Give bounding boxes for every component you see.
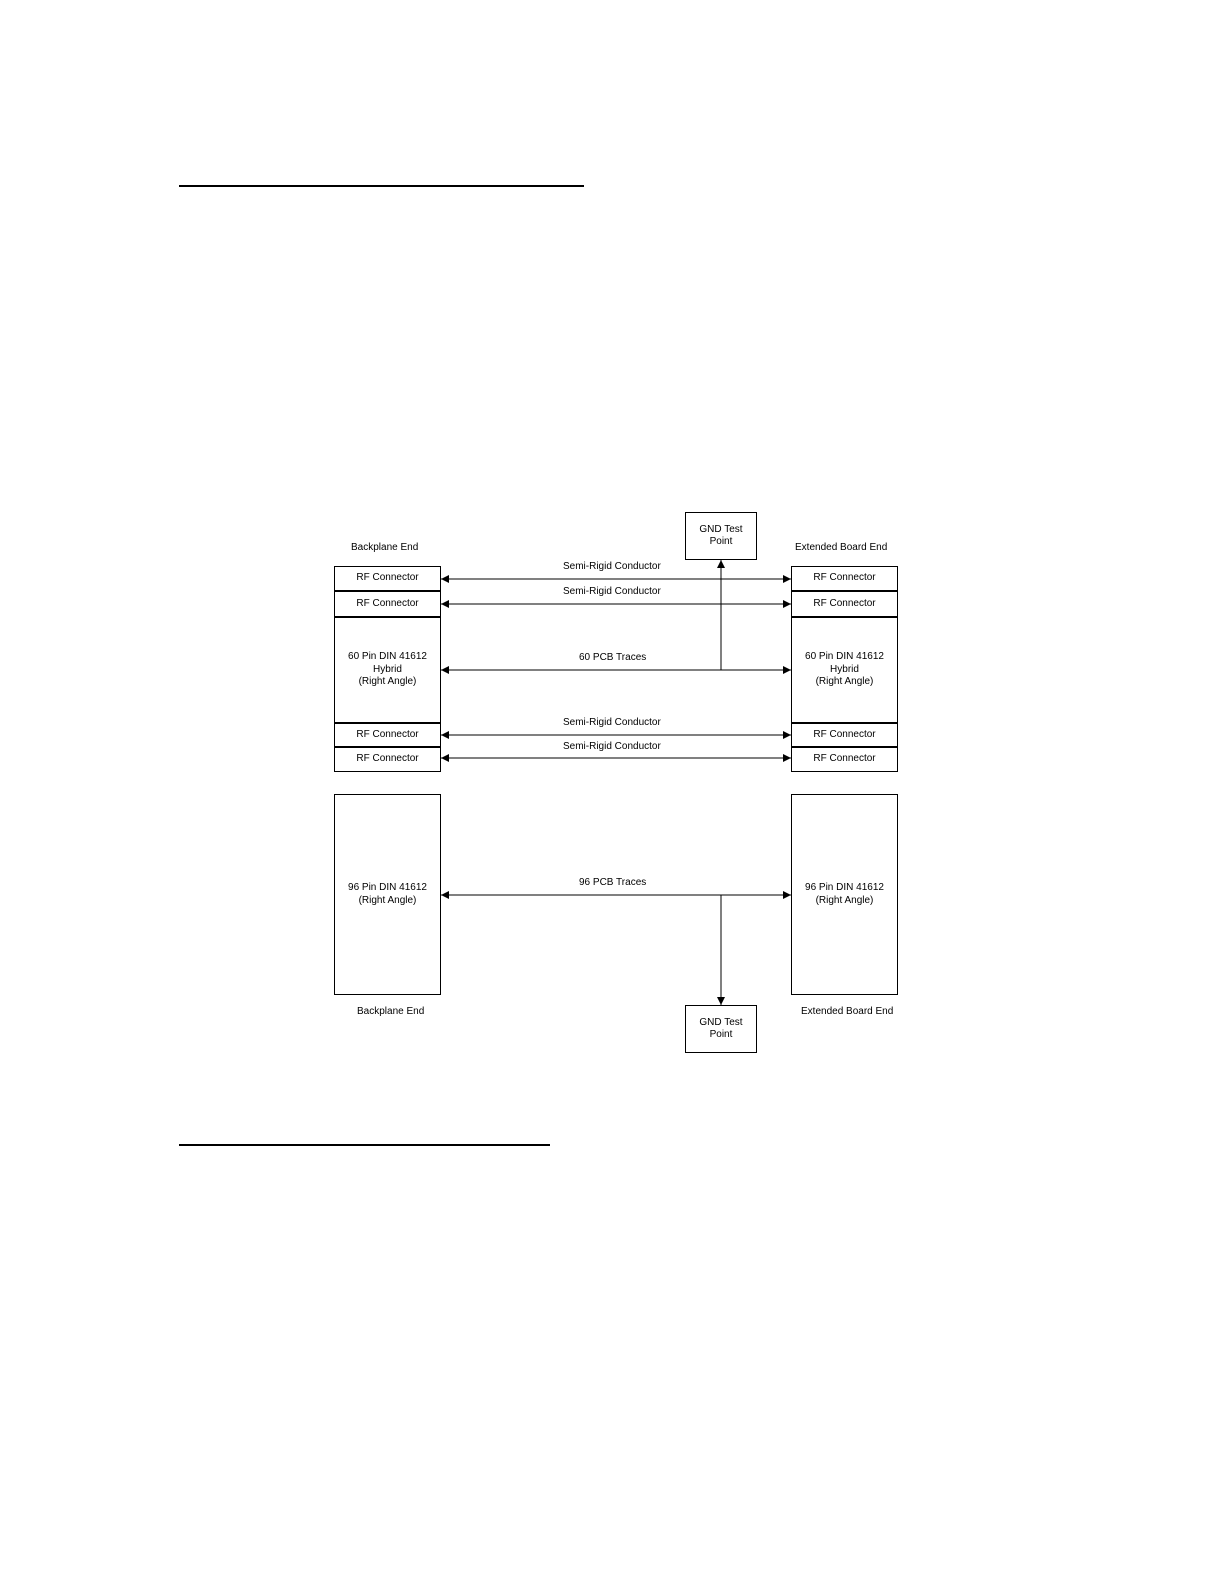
left-96-pin-din: 96 Pin DIN 41612 (Right Angle) bbox=[334, 794, 441, 995]
semi-rigid-conductor-label-3: Semi-Rigid Conductor bbox=[563, 717, 661, 728]
semi-rigid-conductor-label-2: Semi-Rigid Conductor bbox=[563, 586, 661, 597]
section-underline-top bbox=[179, 185, 584, 187]
section-underline-bottom bbox=[179, 1144, 550, 1146]
left-rf-connector-3: RF Connector bbox=[334, 723, 441, 747]
left-rf-connector-2: RF Connector bbox=[334, 591, 441, 617]
pcb-traces-96-label: 96 PCB Traces bbox=[579, 877, 647, 888]
left-60-pin-din-hybrid: 60 Pin DIN 41612 Hybrid (Right Angle) bbox=[334, 617, 441, 723]
right-rf-connector-4: RF Connector bbox=[791, 747, 898, 772]
semi-rigid-conductor-label-4: Semi-Rigid Conductor bbox=[563, 741, 661, 752]
backplane-end-label-bottom: Backplane End bbox=[357, 1006, 425, 1017]
pcb-traces-60-label: 60 PCB Traces bbox=[579, 652, 647, 663]
backplane-end-label-top: Backplane End bbox=[351, 542, 419, 553]
right-60-pin-din-hybrid: 60 Pin DIN 41612 Hybrid (Right Angle) bbox=[791, 617, 898, 723]
left-rf-connector-4: RF Connector bbox=[334, 747, 441, 772]
right-rf-connector-2: RF Connector bbox=[791, 591, 898, 617]
right-rf-connector-1: RF Connector bbox=[791, 566, 898, 591]
right-rf-connector-3: RF Connector bbox=[791, 723, 898, 747]
semi-rigid-conductor-label-1: Semi-Rigid Conductor bbox=[563, 561, 661, 572]
extended-board-end-label-bottom: Extended Board End bbox=[801, 1006, 894, 1017]
right-96-pin-din: 96 Pin DIN 41612 (Right Angle) bbox=[791, 794, 898, 995]
extended-board-end-label-top: Extended Board End bbox=[795, 542, 888, 553]
left-rf-connector-1: RF Connector bbox=[334, 566, 441, 591]
gnd-test-point-bottom: GND Test Point bbox=[685, 1005, 757, 1053]
gnd-test-point-top: GND Test Point bbox=[685, 512, 757, 560]
